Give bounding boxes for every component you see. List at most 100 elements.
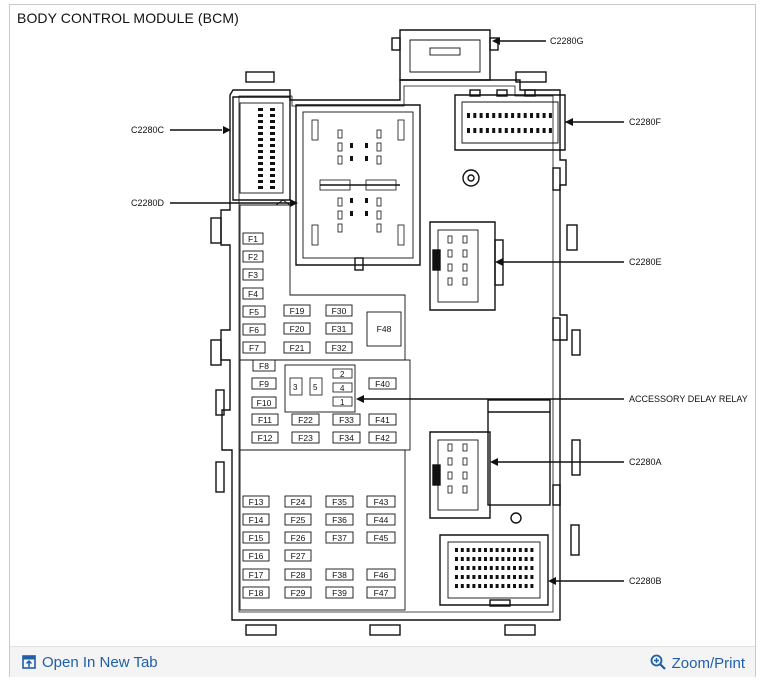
connector-pin [311,224,319,246]
connector-pin [473,128,477,133]
connector-pin [536,128,540,133]
fuse-f32: F32 [325,341,353,354]
connector-pin [455,584,458,588]
relay-pin-2: 2 [340,370,345,379]
zoom-print-link[interactable]: Zoom/Print [650,654,745,672]
fuse-f43: F43 [366,495,396,508]
connector-pin [472,566,476,570]
connector-pin [270,180,275,183]
connector-pin [536,113,540,118]
connector-pin [513,575,516,579]
connector-pin [524,584,528,588]
fuse-label-f29: F29 [291,588,306,598]
connector-pin [466,584,470,588]
fuse-label-f40: F40 [375,379,390,389]
fuse-f22: F22 [291,413,320,426]
fuse-label-f47: F47 [374,588,389,598]
fuse-f40: F40 [368,377,397,390]
connector-pin [517,128,521,133]
connector-pin [462,485,468,494]
fuse-label-f4: F4 [248,289,258,299]
connector-pin [337,223,343,233]
connector-pin [518,584,522,588]
fuse-f31: F31 [325,322,353,335]
connector-pin [447,443,453,452]
connector-pin [478,548,482,552]
connector-pin [460,548,464,552]
fuse-label-f3: F3 [248,270,258,280]
connector-pin [365,156,368,161]
connector-pin [498,113,502,118]
connector-pin [270,126,275,129]
fuse-label-f22: F22 [298,415,313,425]
fuse-label-f27: F27 [291,551,306,561]
fuse-f39: F39 [325,586,354,599]
connector-pin [524,557,528,561]
connector-pin [504,113,508,118]
connector-pin [462,263,468,272]
connector-pin [472,557,476,561]
connector-pin [462,235,468,244]
connector-pin [467,113,470,118]
fuse-f20: F20 [283,322,311,335]
fuse-f45: F45 [366,531,396,544]
fuse-f2: F2 [242,250,264,263]
connector-pin [495,566,499,570]
connector-pin [513,566,516,570]
fuse-label-f23: F23 [298,433,313,443]
connector-pin [523,128,527,133]
connector-pin [507,575,511,579]
connector-pin [376,210,382,220]
connector-pin [270,150,275,153]
fuse-label-f24: F24 [291,497,306,507]
fuse-f28: F28 [284,568,312,581]
fuse-f18: F18 [242,586,270,599]
connector-pin [447,457,453,466]
connector-pin [365,211,368,216]
connector-pin [478,575,482,579]
connector-pin [479,113,483,118]
connector-pin [511,113,515,118]
fuse-f5: F5 [242,305,266,318]
fuse-label-f10: F10 [257,398,272,408]
fuse-label-f8: F8 [259,361,269,371]
connector-pin [511,128,515,133]
connector-pin [258,150,263,153]
label-c2280e: C2280E [629,257,662,267]
fuse-f10: F10 [251,396,277,409]
connector-pin [466,566,470,570]
connector-pin [337,142,343,152]
fuse-label-f26: F26 [291,533,306,543]
fuse-label-f35: F35 [332,497,347,507]
connector-pin [524,548,528,552]
fuse-label-f42: F42 [375,433,390,443]
connector-pin [495,584,499,588]
connector-pin [270,168,275,171]
fuse-f1: F1 [242,232,264,245]
fuse-label-f18: F18 [249,588,264,598]
open-new-tab-link[interactable]: Open In New Tab [22,654,158,671]
connector-pin [501,584,505,588]
connector-pin [489,584,493,588]
fuse-label-f2: F2 [248,252,258,262]
fuse-f23: F23 [291,431,320,444]
fuse-label-f37: F37 [332,533,347,543]
connector-c2280b [439,534,549,606]
connector-pin [350,143,353,148]
connector-pin [462,443,468,452]
fuse-f38: F38 [325,568,354,581]
fuse-label-f19: F19 [290,306,305,316]
connector-pin [258,162,263,165]
fuse-f15: F15 [242,531,270,544]
connector-pin [530,557,534,561]
connector-pin [489,566,493,570]
fuse-label-f15: F15 [249,533,264,543]
fuse-label-f46: F46 [374,570,389,580]
fuse-label-f28: F28 [291,570,306,580]
fuse-label-f16: F16 [249,551,264,561]
fuse-label-f36: F36 [332,515,347,525]
connector-pin [270,114,275,117]
fuse-label-f1: F1 [248,234,258,244]
relay-box [487,399,551,506]
relay-pin-1: 1 [340,398,345,407]
